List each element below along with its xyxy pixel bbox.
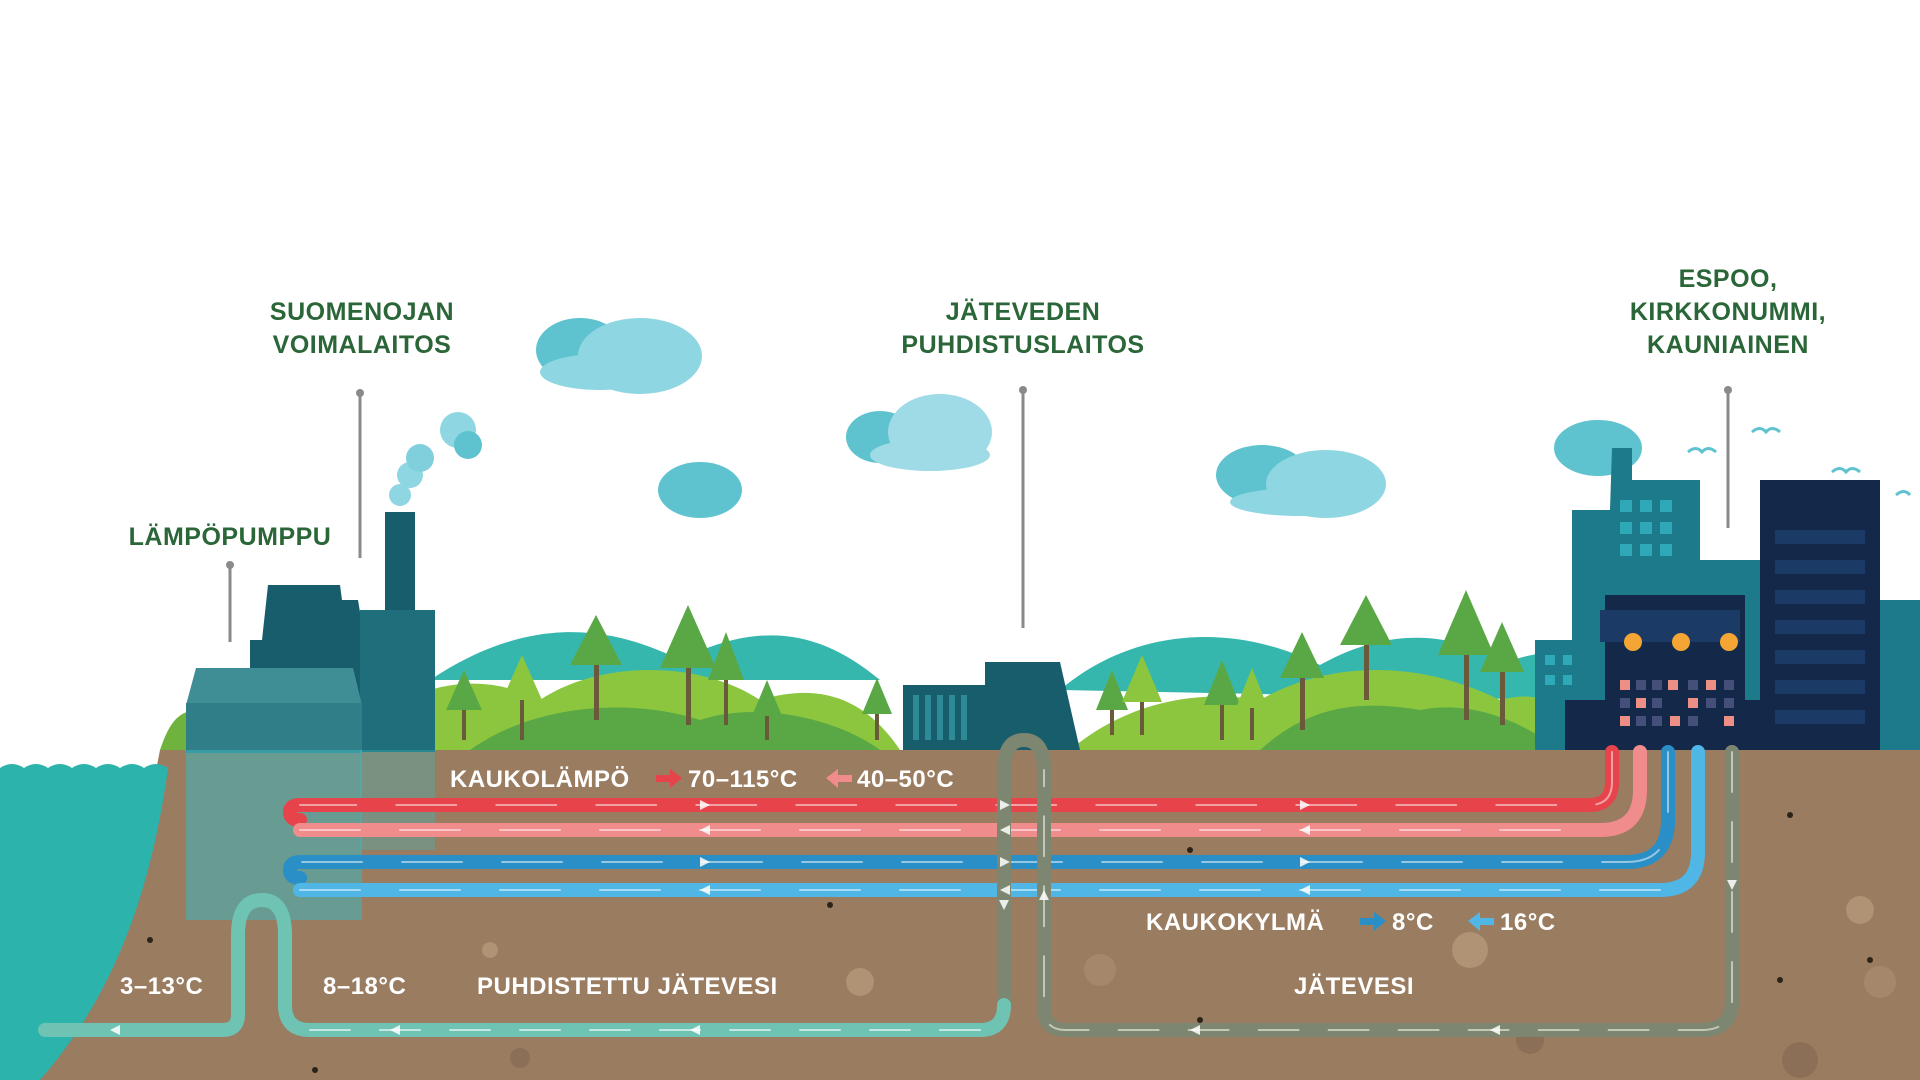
flow-arrow-icon (110, 800, 1737, 1035)
label-cooling-supply-temp: 8°C (1392, 909, 1434, 936)
label-district-heating: KAUKOLÄMPÖ (450, 766, 630, 793)
tree-icon (862, 678, 892, 740)
label-treated-temp: 8–18°C (323, 973, 406, 1000)
tree-icon (708, 632, 744, 725)
tree-icon (752, 680, 782, 740)
sea (0, 764, 168, 1080)
bird-icon (1895, 490, 1912, 497)
tree-icon (570, 615, 622, 720)
cloud-icon (846, 394, 992, 471)
label-heating-return-temp: 40–50°C (857, 766, 954, 793)
label-treatment-line2: PUHDISTUSLAITOS (901, 331, 1144, 359)
bird-icon (1831, 467, 1861, 475)
arrow-right-icon (656, 769, 682, 788)
arrow-left-icon (1468, 912, 1494, 931)
tree-icon (660, 605, 716, 725)
cloud-icon (536, 318, 702, 394)
label-wastewater: JÄTEVESI (1294, 973, 1414, 1000)
bird-icon (1751, 427, 1781, 435)
label-treated-wastewater: PUHDISTETTU JÄTEVESI (477, 973, 778, 1000)
cloud-icon (1216, 445, 1386, 518)
label-power-plant-line2: VOIMALAITOS (273, 331, 452, 359)
cool-supply-pipe (283, 745, 1675, 885)
tree-icon (1122, 655, 1162, 735)
tree-icon (1236, 668, 1268, 740)
tree-icon (1280, 632, 1324, 730)
label-heat-pump: LÄMPÖPUMPPU (129, 522, 332, 551)
tree-icon (1096, 670, 1128, 735)
tree-icon (502, 655, 542, 740)
label-heating-supply-temp: 70–115°C (688, 766, 798, 793)
tree-icon (1438, 590, 1494, 720)
city-buildings-icon (1535, 448, 1920, 750)
label-sea-temp: 3–13°C (120, 973, 203, 1000)
arrow-right-icon (1360, 912, 1386, 931)
label-cities-line1: ESPOO, (1679, 265, 1778, 293)
label-cities-line3: KAUNIAINEN (1647, 331, 1809, 359)
tree-icon (1480, 622, 1524, 725)
cool-return-pipe (293, 745, 1705, 897)
tree-icon (446, 670, 482, 740)
treatment-plant-icon (903, 662, 1080, 750)
pipes (38, 733, 1739, 1037)
smoke-icon (389, 412, 482, 506)
leader-lines (228, 390, 1730, 642)
arrow-left-icon (826, 769, 852, 788)
cloud-icon (658, 462, 742, 518)
label-cooling-return-temp: 16°C (1500, 909, 1556, 936)
label-treatment-line1: JÄTEVEDEN (946, 298, 1101, 326)
clouds (536, 318, 1642, 518)
tree-icon (1204, 660, 1240, 740)
tree-icon (1340, 595, 1392, 700)
label-district-cooling: KAUKOKYLMÄ (1146, 909, 1324, 936)
heat-return-pipe (293, 745, 1647, 837)
label-cities-line2: KIRKKONUMMI, (1630, 298, 1826, 326)
bird-icon (1687, 447, 1717, 455)
label-power-plant-line1: SUOMENOJAN (270, 298, 454, 326)
leader-dots (226, 386, 1732, 569)
